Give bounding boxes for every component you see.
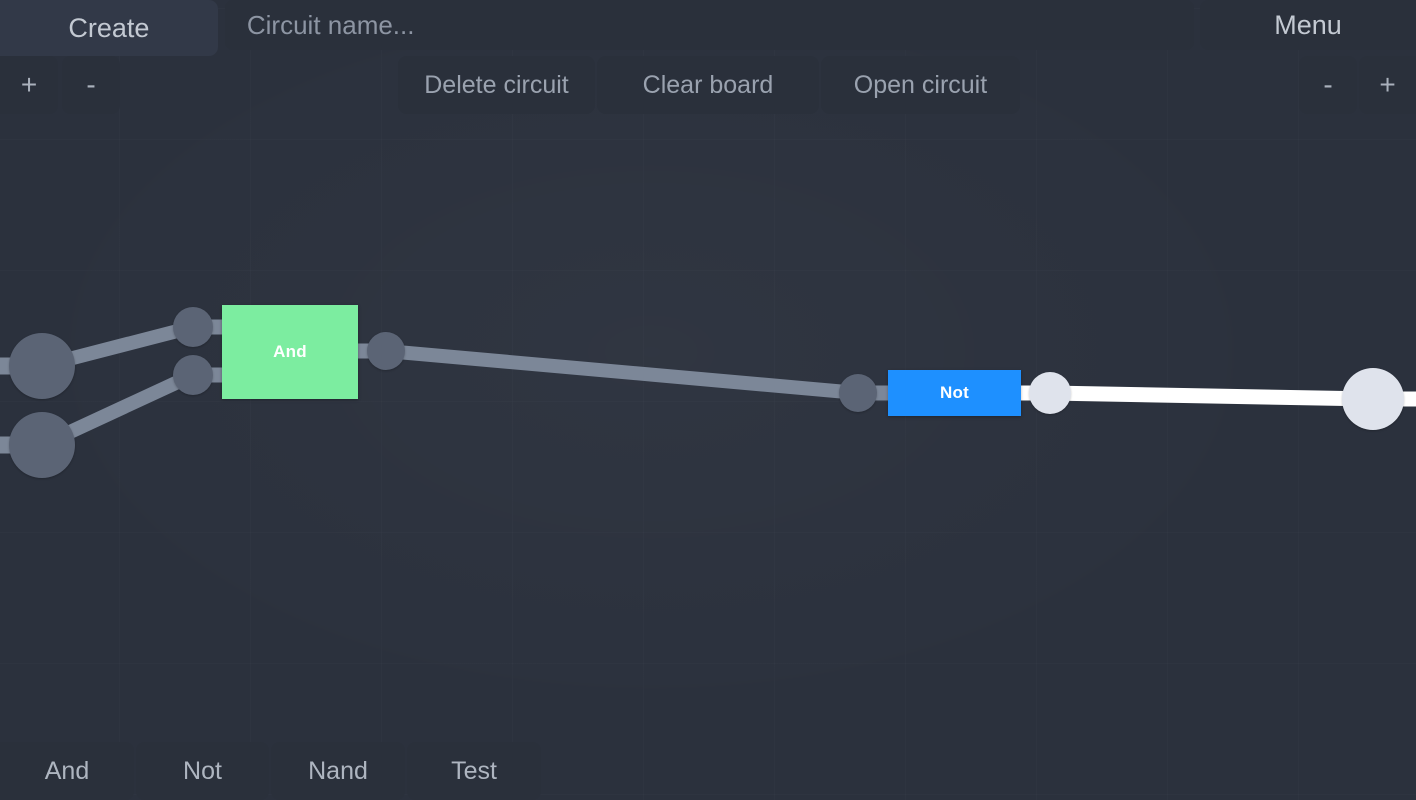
gate-not[interactable]: Not (888, 370, 1021, 416)
menu-button[interactable]: Menu (1200, 0, 1416, 50)
zoom-out-right-button[interactable]: - (1299, 56, 1357, 114)
gate-port-node[interactable] (367, 332, 405, 370)
gate-palette-toolbar: And Not Nand Test (0, 742, 541, 800)
delete-circuit-button[interactable]: Delete circuit (398, 56, 595, 114)
gate-port-node[interactable] (839, 374, 877, 412)
top-toolbar-secondary: + - Delete circuit Clear board Open circ… (0, 56, 1416, 114)
toolbar-gap (218, 0, 225, 56)
gate-port-node[interactable] (173, 307, 213, 347)
clear-board-button[interactable]: Clear board (597, 56, 819, 114)
palette-item-and[interactable]: And (0, 742, 134, 800)
gate-and[interactable]: And (222, 305, 358, 399)
input-node[interactable] (9, 412, 75, 478)
input-node[interactable] (9, 333, 75, 399)
zoom-in-right-button[interactable]: + (1359, 56, 1416, 114)
create-button[interactable]: Create (0, 0, 218, 56)
palette-item-nand[interactable]: Nand (271, 742, 405, 800)
zoom-in-left-button[interactable]: + (0, 56, 58, 114)
palette-item-not[interactable]: Not (136, 742, 269, 800)
gate-port-node[interactable] (1029, 372, 1071, 414)
output-node[interactable] (1342, 368, 1404, 430)
circuit-name-input[interactable] (224, 0, 1195, 50)
top-toolbar-primary: Create Menu (0, 0, 1416, 56)
zoom-out-left-button[interactable]: - (62, 56, 120, 114)
gate-port-node[interactable] (173, 355, 213, 395)
palette-item-test[interactable]: Test (407, 742, 541, 800)
open-circuit-button[interactable]: Open circuit (821, 56, 1020, 114)
